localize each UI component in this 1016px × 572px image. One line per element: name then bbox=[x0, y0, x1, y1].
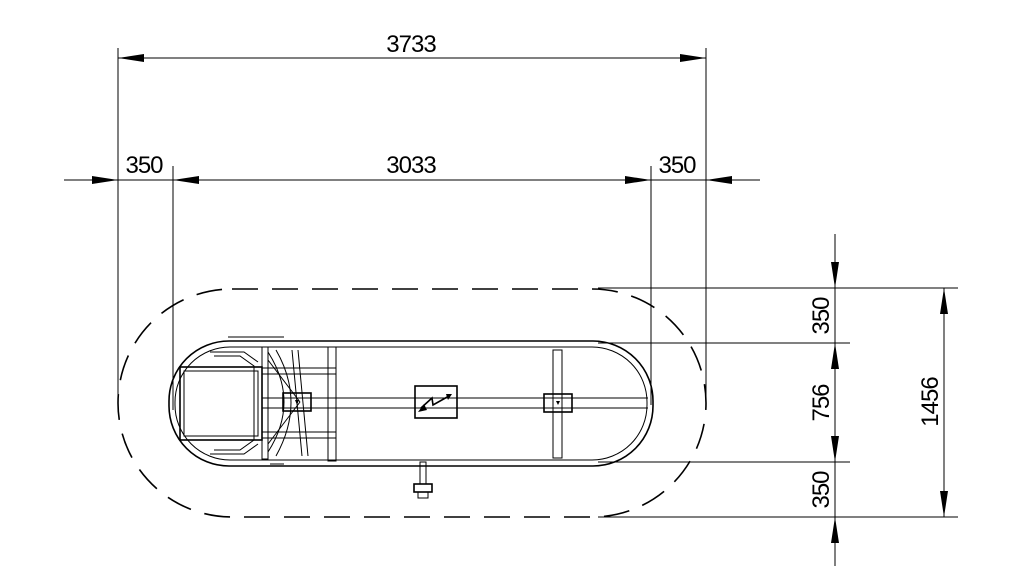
vertical-dimensions: 350 756 350 1456 bbox=[598, 234, 958, 566]
lightning-icon bbox=[418, 394, 452, 412]
dimension-label-left-clearance: 350 bbox=[125, 152, 163, 179]
dimension-overall-width: 1456 bbox=[917, 288, 948, 517]
fan-rotor bbox=[267, 349, 309, 457]
electrical-panel bbox=[414, 385, 458, 419]
dimension-label-right-clearance: 350 bbox=[658, 152, 696, 179]
dimension-label-top-clearance: 350 bbox=[808, 297, 835, 335]
dimension-label-inner-length: 3033 bbox=[386, 152, 436, 179]
dimension-label-inner-width: 756 bbox=[808, 384, 835, 422]
track-outer bbox=[168, 340, 654, 467]
hub-left bbox=[282, 392, 312, 412]
dimension-label-bottom-clearance: 350 bbox=[808, 471, 835, 509]
dimension-chain-length: 350 3033 350 bbox=[64, 152, 760, 184]
bottom-connector bbox=[413, 461, 433, 499]
hub-right bbox=[543, 393, 573, 413]
cross-frame-right bbox=[552, 349, 563, 459]
dimension-chain-width: 350 756 350 bbox=[808, 234, 839, 566]
safety-clearance-outline bbox=[117, 288, 707, 518]
track-inner bbox=[174, 346, 648, 461]
dimension-overall-length: 3733 bbox=[118, 31, 706, 62]
operator-cabin bbox=[179, 366, 263, 441]
machine-body bbox=[168, 336, 654, 499]
horizontal-dimensions: 3733 350 3033 350 bbox=[64, 31, 760, 410]
dimension-label-overall-width: 1456 bbox=[917, 377, 944, 427]
dimension-label-overall-length: 3733 bbox=[386, 31, 436, 58]
